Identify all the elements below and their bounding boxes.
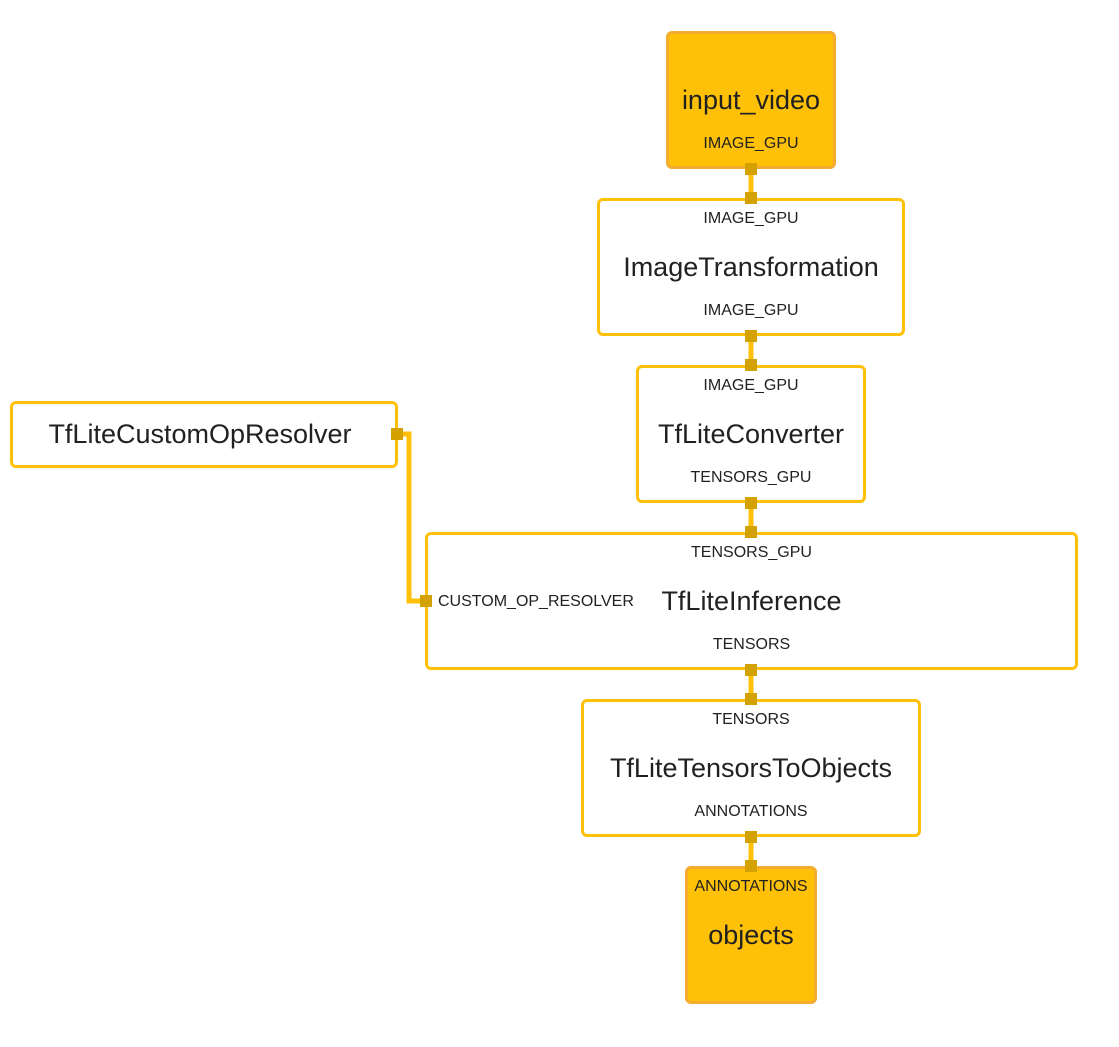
node-tflite-custom-op-resolver[interactable]: TfLiteCustomOpResolver: [10, 401, 398, 468]
handle-tflite-tensors-to-objects-in[interactable]: [745, 693, 757, 705]
node-title: objects: [708, 920, 794, 950]
handle-tflite-converter-out[interactable]: [745, 497, 757, 509]
node-title: TfLiteTensorsToObjects: [609, 753, 893, 783]
handle-tflite-inference-side-in[interactable]: [420, 595, 432, 607]
output-port-label: ANNOTATIONS: [694, 803, 808, 820]
handle-tflite-inference-in[interactable]: [745, 526, 757, 538]
input-port-label: IMAGE_GPU: [703, 377, 799, 394]
handle-tflite-inference-out[interactable]: [745, 664, 757, 676]
handle-custom-op-resolver-out[interactable]: [391, 428, 403, 440]
input-port-label: TENSORS: [712, 711, 790, 728]
node-tflite-inference[interactable]: TENSORS_GPU CUSTOM_OP_RESOLVER TfLiteInf…: [425, 532, 1078, 670]
input-port-label: TENSORS_GPU: [691, 544, 812, 561]
handle-image-transformation-in[interactable]: [745, 192, 757, 204]
node-title: ImageTransformation: [623, 252, 879, 282]
node-input-video[interactable]: input_video IMAGE_GPU: [666, 31, 836, 169]
node-title: TfLiteInference: [661, 586, 842, 616]
handle-tflite-converter-in[interactable]: [745, 359, 757, 371]
output-port-label: TENSORS: [712, 636, 791, 653]
handle-input-video-out[interactable]: [745, 163, 757, 175]
input-port-label: ANNOTATIONS: [694, 878, 808, 895]
output-port-label: TENSORS_GPU: [690, 469, 812, 486]
node-title: TfLiteConverter: [657, 419, 845, 449]
node-image-transformation[interactable]: IMAGE_GPU ImageTransformation IMAGE_GPU: [597, 198, 905, 336]
side-input-port-label: CUSTOM_OP_RESOLVER: [438, 593, 634, 610]
handle-objects-in[interactable]: [745, 860, 757, 872]
edge-custom-op-resolver-to-tflite-inference: [397, 431, 427, 604]
node-title: input_video: [681, 85, 821, 115]
node-objects[interactable]: ANNOTATIONS objects: [685, 866, 817, 1004]
node-tflite-converter[interactable]: IMAGE_GPU TfLiteConverter TENSORS_GPU: [636, 365, 866, 503]
node-tflite-tensors-to-objects[interactable]: TENSORS TfLiteTensorsToObjects ANNOTATIO…: [581, 699, 921, 837]
node-title: TfLiteCustomOpResolver: [48, 419, 352, 449]
handle-tflite-tensors-to-objects-out[interactable]: [745, 831, 757, 843]
output-port-label: IMAGE_GPU: [703, 302, 799, 319]
handle-image-transformation-out[interactable]: [745, 330, 757, 342]
input-port-label: IMAGE_GPU: [703, 210, 799, 227]
output-port-label: IMAGE_GPU: [703, 135, 799, 152]
